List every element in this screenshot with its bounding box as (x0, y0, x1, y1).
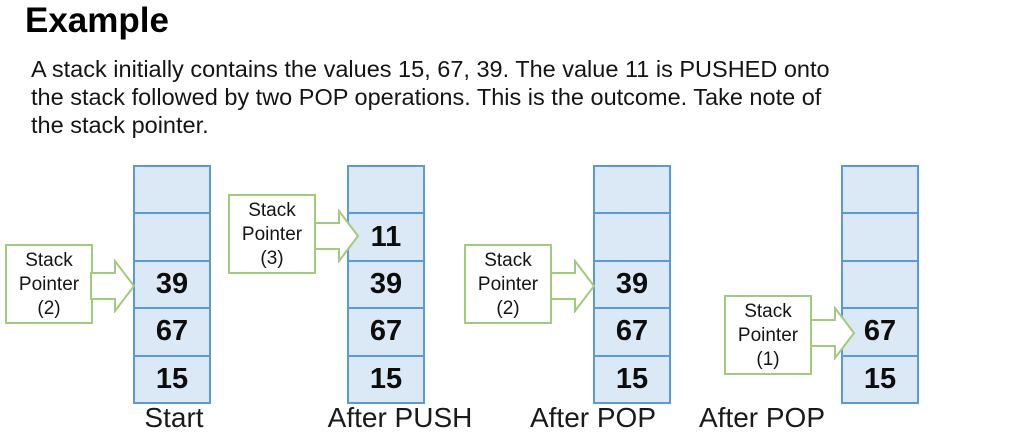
stack-cell: 39 (595, 262, 669, 310)
stack-pointer-callout: Stack Pointer (1) (724, 295, 812, 375)
stack-cell (595, 214, 669, 262)
stack-cell: 39 (349, 262, 423, 310)
stack-pointer-callout: Stack Pointer (3) (228, 194, 316, 274)
stack-pointer-callout: Stack Pointer (2) (464, 244, 552, 324)
intro-line: the stack pointer. (31, 112, 209, 138)
stack-label-after-pop-2: After POP (698, 402, 826, 433)
stack-column-after-push: 11 39 67 15 (347, 165, 425, 404)
intro-paragraph: A stack initially contains the values 15… (31, 55, 830, 139)
stack-cell: 15 (615, 362, 649, 395)
stack-cell (135, 167, 209, 215)
stack-cell: 15 (863, 362, 897, 395)
stack-cell: 67 (843, 309, 917, 357)
pointer-arrow-icon (314, 209, 359, 263)
intro-line: the stack followed by two POP operations… (31, 84, 822, 110)
stack-cell (843, 214, 917, 262)
stack-cell (843, 167, 917, 215)
stack-cell: 11 (349, 214, 423, 262)
stack-cell: 15 (155, 362, 189, 395)
stack-column-start: 39 67 15 (133, 165, 211, 404)
stack-cell (349, 167, 423, 215)
pointer-arrow-icon (810, 306, 855, 360)
stack-cell: 15 (369, 362, 403, 395)
stack-column-after-pop-2: 67 15 (841, 165, 919, 404)
stack-label-start: Start (144, 402, 204, 433)
page-title: Example (25, 1, 169, 40)
stack-cell: 67 (135, 309, 209, 357)
stack-label-after-pop-1: After POP (529, 402, 657, 433)
intro-line: A stack initially contains the values 15… (31, 56, 830, 82)
pointer-arrow-icon (550, 259, 595, 313)
stack-pointer-callout: Stack Pointer (2) (5, 244, 93, 324)
stack-cell: 67 (349, 309, 423, 357)
stack-cell: 39 (135, 262, 209, 310)
stack-column-after-pop-1: 39 67 15 (593, 165, 671, 404)
stack-cell (595, 167, 669, 215)
pointer-arrow-icon (90, 259, 135, 313)
stack-cell (135, 214, 209, 262)
stack-cell: 67 (595, 309, 669, 357)
stack-label-after-push: After PUSH (327, 402, 473, 433)
stack-cell (843, 262, 917, 310)
